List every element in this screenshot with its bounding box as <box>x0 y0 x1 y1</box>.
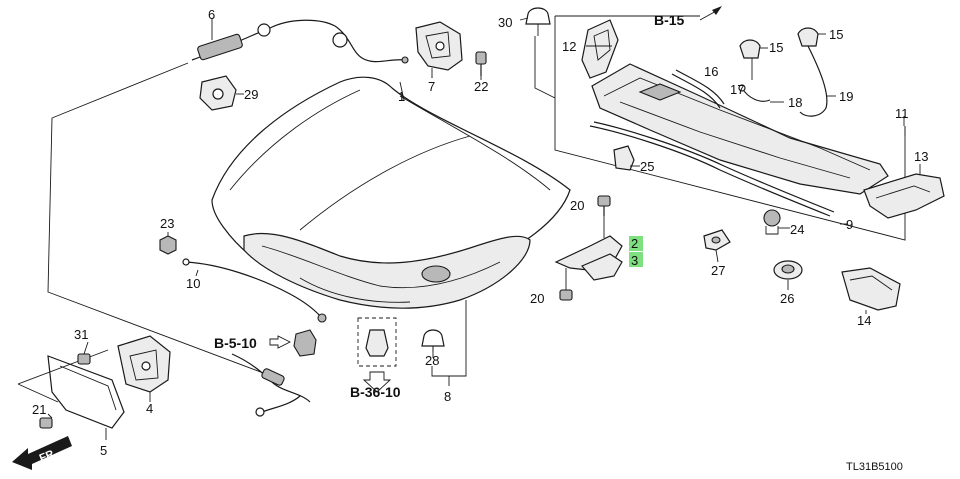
callout-15-right: 15 <box>829 27 843 42</box>
reference-b-36-10 <box>357 317 397 393</box>
cowl-top-cover <box>591 63 889 195</box>
hood-release-cable <box>191 18 409 64</box>
callout-12: 12 <box>562 39 576 54</box>
washer-nozzle-right <box>797 27 819 47</box>
callout-10: 10 <box>186 276 200 291</box>
leader-lines <box>47 17 921 440</box>
callout-numbers: 1 2 3 4 5 6 7 8 9 10 11 12 13 14 15 15 1… <box>32 7 928 458</box>
hood-latch-assembly <box>117 335 171 393</box>
callout-24: 24 <box>790 222 804 237</box>
callout-17: 17 <box>730 82 744 97</box>
latch-bracket <box>17 349 125 429</box>
callout-9: 9 <box>846 217 853 232</box>
reference-b-36-10-label: B-36-10 <box>350 384 401 400</box>
callout-8: 8 <box>444 389 451 404</box>
clip-29 <box>199 75 237 111</box>
washer-hose-19 <box>799 45 828 117</box>
clip-30 <box>525 7 551 36</box>
callout-3-highlight <box>629 252 643 267</box>
hood-latch-bracket <box>415 21 463 78</box>
clip-24 <box>763 209 781 235</box>
callout-21: 21 <box>32 402 46 417</box>
bolt-21 <box>39 417 53 429</box>
callout-27: 27 <box>711 263 725 278</box>
grommet-27 <box>703 229 731 251</box>
reference-b-15-arrow <box>699 6 722 21</box>
washer-hose-16 <box>671 69 725 109</box>
callout-22: 22 <box>474 79 488 94</box>
hood-inner-frame <box>243 232 531 309</box>
callout-13: 13 <box>914 149 928 164</box>
hood-hinge <box>554 212 623 290</box>
callout-25: 25 <box>640 159 654 174</box>
lower-release-cable <box>231 353 311 417</box>
callout-4: 4 <box>146 401 153 416</box>
callout-14: 14 <box>857 313 871 328</box>
callout-28: 28 <box>425 353 439 368</box>
bolt-22 <box>475 51 487 76</box>
callout-5: 5 <box>100 443 107 458</box>
cowl-cover-14 <box>841 267 901 311</box>
reference-b-15-label: B-15 <box>654 12 685 28</box>
cowl-side-bracket-13 <box>863 173 945 219</box>
callout-20-lower: 20 <box>530 291 544 306</box>
bolt-20-lower <box>559 289 573 301</box>
grommet-26 <box>773 260 803 280</box>
callout-23: 23 <box>160 216 174 231</box>
front-direction-arrow: FR. <box>12 436 72 470</box>
callout-2-highlight <box>629 236 643 251</box>
callout-2: 2 <box>631 236 638 251</box>
group-outline-right <box>534 36 556 99</box>
clip-25 <box>613 145 635 171</box>
cowl-seal-strip <box>589 121 835 217</box>
washer-hose-17 <box>738 84 771 102</box>
hood-support-rod <box>182 258 327 323</box>
callout-20-upper: 20 <box>570 198 584 213</box>
callout-29: 29 <box>244 87 258 102</box>
callout-26: 26 <box>780 291 794 306</box>
callout-16: 16 <box>704 64 718 79</box>
callout-7: 7 <box>428 79 435 94</box>
callout-15-left: 15 <box>769 40 783 55</box>
callout-31: 31 <box>74 327 88 342</box>
callout-19: 19 <box>839 89 853 104</box>
diagram-code: TL31B5100 <box>846 461 903 473</box>
nut-23 <box>159 235 177 255</box>
bolt-31 <box>77 353 91 365</box>
callout-30: 30 <box>498 15 512 30</box>
callout-3: 3 <box>631 253 638 268</box>
callout-11: 11 <box>895 106 909 121</box>
group-outline-left <box>47 62 283 381</box>
washer-nozzle-left <box>739 39 761 80</box>
bolt-20-upper <box>597 195 611 216</box>
callout-6: 6 <box>208 7 215 22</box>
reference-b-5-10-label: B-5-10 <box>214 335 257 351</box>
reference-b-5-10 <box>269 329 317 357</box>
cowl-bracket-12 <box>581 19 619 79</box>
callout-1: 1 <box>398 89 405 104</box>
callout-18: 18 <box>788 95 802 110</box>
group-8-bracket <box>431 300 467 386</box>
